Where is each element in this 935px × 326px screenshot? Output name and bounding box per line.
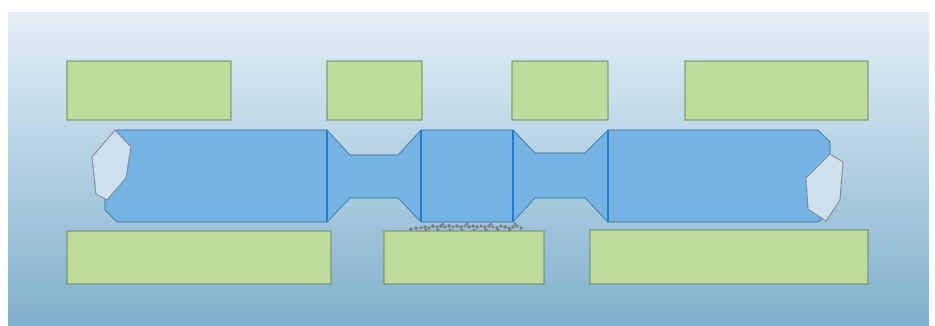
debris-particle — [459, 225, 462, 228]
debris-particle — [511, 225, 514, 228]
debris-particle — [483, 225, 486, 228]
label-box-bottom-3 — [590, 230, 868, 284]
debris-particle — [499, 224, 502, 227]
debris-particle — [423, 225, 426, 228]
debris-particle — [490, 223, 493, 226]
debris-particle — [514, 223, 517, 226]
label-box-bottom-2 — [384, 231, 544, 284]
label-box-top-1 — [67, 61, 231, 120]
label-box-bottom-1 — [67, 231, 331, 284]
shaft-outline — [105, 130, 830, 222]
label-box-top-2 — [327, 61, 422, 120]
debris-particle — [475, 225, 478, 228]
debris-particle — [471, 224, 474, 227]
debris-particle — [443, 225, 446, 228]
debris-particle — [409, 227, 412, 230]
debris-particle — [492, 226, 495, 229]
debris-particle — [420, 227, 423, 230]
shaft-body — [105, 130, 830, 222]
debris-particle — [431, 224, 435, 228]
debris-particle — [414, 226, 418, 230]
debris-particle — [503, 225, 507, 229]
bottom-label-row — [67, 230, 868, 284]
label-box-top-4 — [685, 61, 868, 120]
debris-particle — [447, 224, 450, 227]
label-box-top-3 — [512, 61, 608, 120]
debris-particle — [480, 225, 483, 228]
debris-particle — [452, 226, 455, 229]
debris-particle — [436, 226, 439, 229]
debris-particle — [467, 225, 471, 229]
debris-particle — [466, 223, 469, 226]
debris-particle — [442, 223, 445, 226]
debris-particle — [427, 226, 430, 229]
debris-particle — [520, 227, 523, 230]
debris-particle — [455, 224, 459, 228]
